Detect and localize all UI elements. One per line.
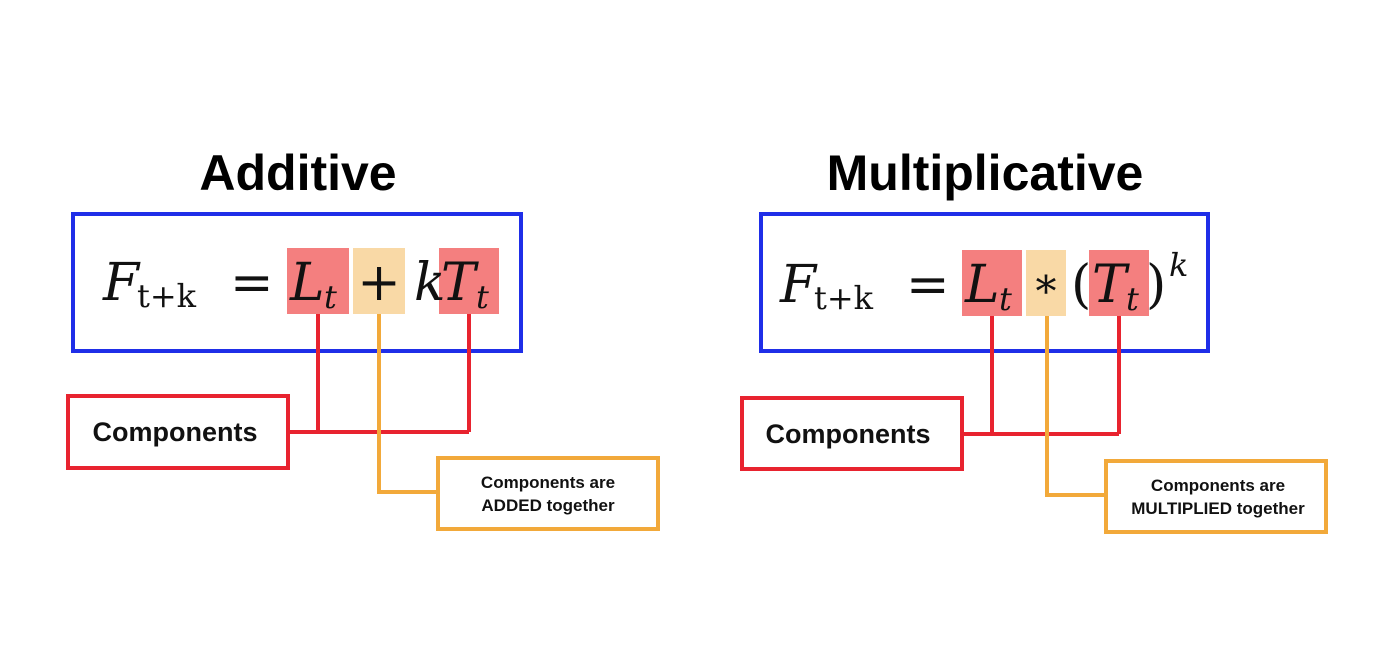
- additive-lhs-sub: t+k: [137, 277, 197, 315]
- additive-operator: +: [357, 253, 401, 313]
- additive-components-label: Components: [93, 417, 258, 447]
- additive-formula-box: [71, 212, 523, 353]
- multiplicative-components-label: Components: [766, 419, 931, 449]
- additive-trend-var: T: [441, 253, 479, 313]
- multiplicative-level-sub: t: [999, 280, 1012, 318]
- multiplicative-formula: F t+k = L t * ( T t ) k: [779, 246, 1188, 318]
- additive-equals: =: [230, 253, 274, 313]
- multiplicative-lhs-sub: t+k: [814, 279, 874, 317]
- multiplicative-formula-box: [759, 212, 1210, 353]
- additive-level-var: L: [289, 253, 325, 313]
- multiplicative-close-paren: ): [1146, 255, 1166, 315]
- additive-formula: F t+k = L t + k T t: [102, 253, 489, 316]
- multiplicative-exponent: k: [1169, 246, 1188, 284]
- additive-trend-sub: t: [476, 278, 489, 316]
- additive-components-box: [66, 394, 290, 470]
- multiplicative-operator-highlight: [1026, 250, 1066, 316]
- multiplicative-equals: =: [906, 255, 950, 315]
- multiplicative-trend-var: T: [1092, 255, 1130, 315]
- multiplicative-panel: Multiplicative F t+k = L t * ( T t ) k: [740, 145, 1328, 534]
- multiplicative-level-highlight: [962, 250, 1022, 316]
- additive-operator-note-box: [436, 456, 660, 531]
- multiplicative-operator-note-line2: MULTIPLIED together: [1131, 499, 1305, 518]
- additive-coef: k: [414, 253, 446, 313]
- multiplicative-title: Multiplicative: [827, 145, 1144, 201]
- multiplicative-trend-sub: t: [1126, 280, 1139, 318]
- multiplicative-operator-note-line1: Components are: [1151, 476, 1285, 495]
- multiplicative-open-paren: (: [1071, 255, 1091, 315]
- additive-title: Additive: [199, 145, 396, 201]
- multiplicative-component-connector: [962, 316, 1121, 436]
- additive-operator-highlight: [353, 248, 405, 314]
- additive-trend-highlight: [439, 248, 499, 314]
- multiplicative-operator: *: [1036, 267, 1057, 316]
- multiplicative-operator-note-box: [1104, 459, 1328, 534]
- multiplicative-components-box: [740, 396, 964, 471]
- additive-operator-note-line2: ADDED together: [481, 496, 615, 515]
- multiplicative-trend-highlight: [1089, 250, 1149, 316]
- additive-operator-connector: [377, 314, 438, 494]
- multiplicative-operator-connector: [1045, 316, 1106, 497]
- additive-panel: Additive F t+k = L t + k T t Components: [66, 145, 660, 531]
- additive-level-highlight: [287, 248, 349, 314]
- additive-operator-note-line1: Components are: [481, 473, 615, 492]
- multiplicative-lhs-var: F: [779, 255, 818, 315]
- multiplicative-level-var: L: [964, 255, 1000, 315]
- additive-lhs-var: F: [102, 253, 141, 313]
- additive-level-sub: t: [324, 278, 337, 316]
